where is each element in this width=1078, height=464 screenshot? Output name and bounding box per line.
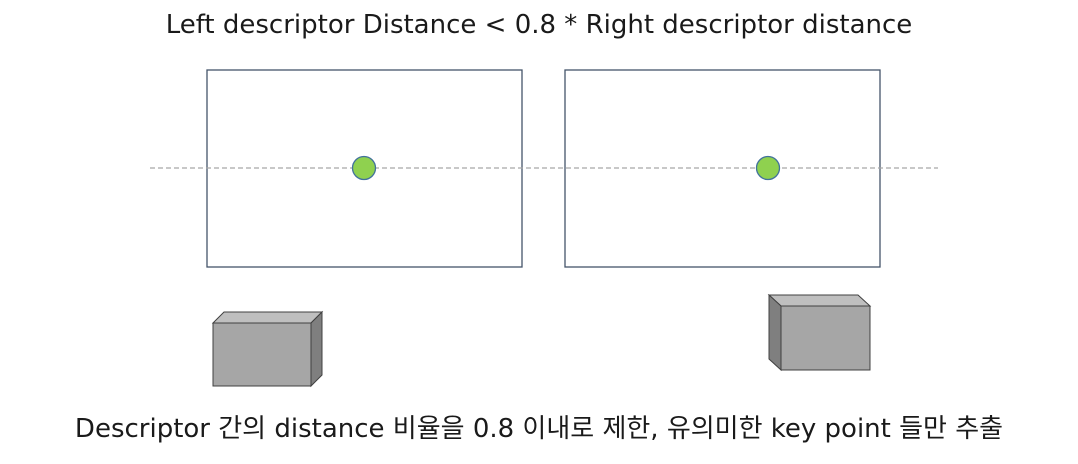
left-keypoint xyxy=(351,155,377,181)
left-camera-box xyxy=(211,310,324,388)
right-keypoint xyxy=(755,155,781,181)
diagram-title: Left descriptor Distance < 0.8 * Right d… xyxy=(165,10,913,40)
diagram-caption: Descriptor 간의 distance 비율을 0.8 이내로 제한, 유… xyxy=(74,414,1004,444)
right-camera-box xyxy=(767,293,872,372)
